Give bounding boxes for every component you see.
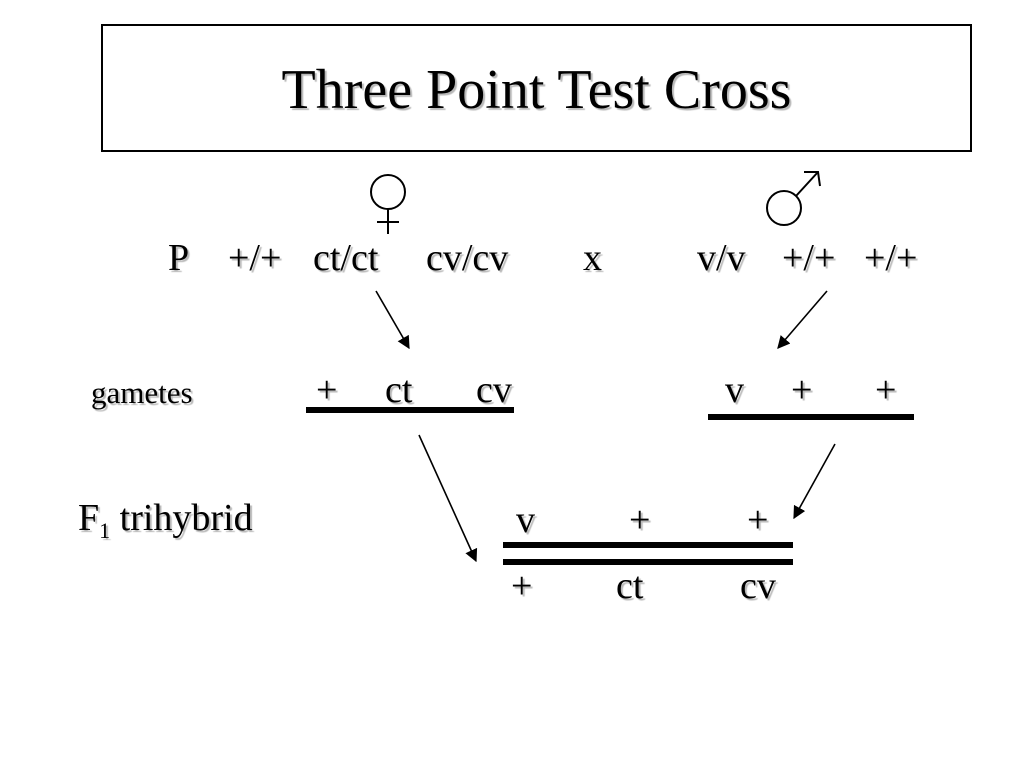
male-gamete-chromosome: [708, 414, 914, 420]
arrow-female-gamete-to-f1: [418, 434, 478, 563]
male-gamete-allele-1: v: [725, 369, 744, 411]
female-gamete-allele-3: cv: [476, 369, 512, 411]
f1-label-rest: trihybrid: [110, 497, 253, 539]
f1-top-allele-2: +: [629, 499, 651, 541]
f1-label-sub: 1: [99, 518, 111, 543]
f1-chromosome-top: [503, 542, 793, 548]
parental-label: P: [168, 237, 190, 279]
male-genotype-2: +/+: [782, 237, 836, 279]
f1-top-allele-1: v: [516, 499, 535, 541]
male-gamete-allele-2: +: [791, 369, 813, 411]
female-genotype-2: ct/ct: [313, 237, 379, 279]
f1-chromosome-bottom: [503, 559, 793, 565]
female-gamete-allele-1: +: [316, 369, 338, 411]
male-gamete-allele-3: +: [875, 369, 897, 411]
f1-label: F1 trihybrid: [78, 498, 253, 543]
female-symbol-icon: [362, 170, 418, 243]
gametes-label: gametes: [91, 375, 193, 410]
title-box: Three Point Test Cross: [101, 24, 972, 152]
arrow-male-gamete-to-f1: [793, 443, 836, 520]
female-gamete-chromosome: [306, 407, 514, 413]
female-gamete-allele-2: ct: [385, 369, 413, 411]
female-genotype-1: +/+: [228, 237, 282, 279]
male-symbol-icon: [762, 166, 826, 235]
f1-bottom-allele-1: +: [511, 565, 533, 607]
female-genotype-3: cv/cv: [426, 237, 509, 279]
f1-top-allele-3: +: [747, 499, 769, 541]
page-title: Three Point Test Cross: [281, 59, 792, 121]
male-genotype-3: +/+: [864, 237, 918, 279]
cross-symbol: x: [583, 237, 602, 279]
f1-bottom-allele-2: ct: [616, 565, 644, 607]
arrow-male-to-gamete: [777, 290, 828, 349]
arrow-female-to-gamete: [375, 290, 410, 350]
f1-bottom-allele-3: cv: [740, 565, 776, 607]
f1-label-main: F: [78, 497, 100, 539]
male-genotype-1: v/v: [697, 237, 746, 279]
